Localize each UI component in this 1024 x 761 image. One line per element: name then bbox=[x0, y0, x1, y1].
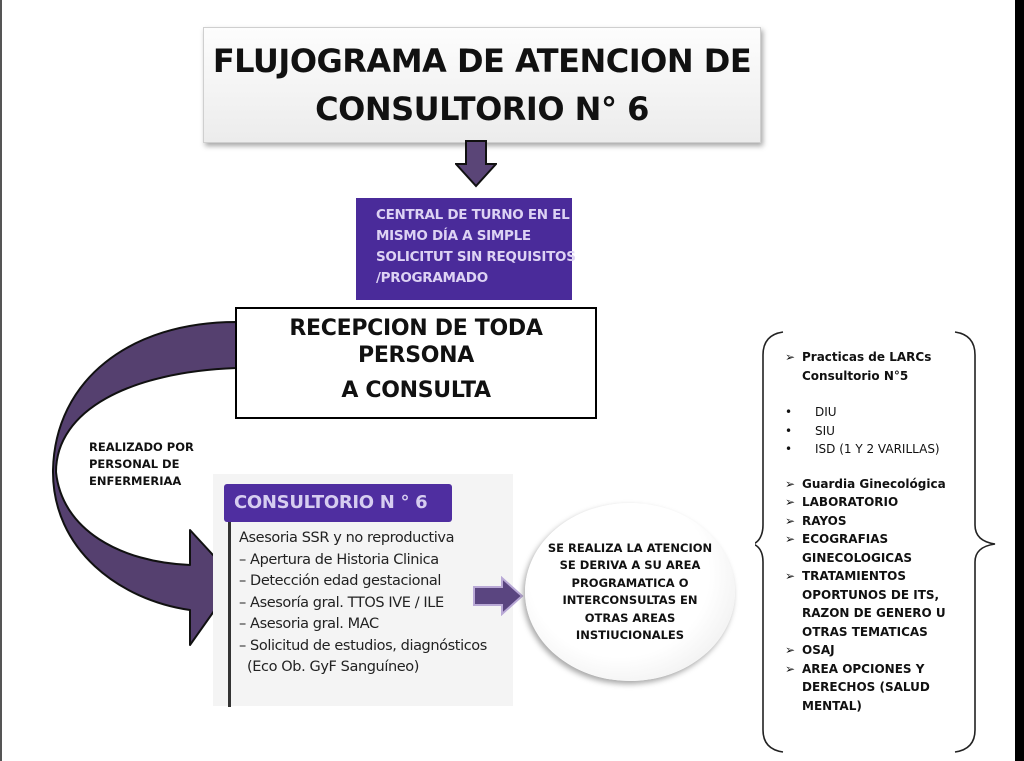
curve-label: REALIZADO POR PERSONAL DE ENFERMERIAA bbox=[89, 439, 194, 490]
arrowhead-bullet-icon: ➢ bbox=[785, 350, 796, 364]
title-line-2: CONSULTORIO N° 6 bbox=[315, 90, 649, 128]
circle-line: INSTIUCIONALES bbox=[575, 628, 685, 642]
larcs-item-label: ISD (1 Y 2 VARILLAS) bbox=[815, 442, 940, 456]
service-item-larcs: ➢ Practicas de LARCs Consultorio N°5 bbox=[785, 348, 975, 385]
larcs-item: • SIU bbox=[785, 422, 975, 441]
service-line: ECOGRAFIAS bbox=[802, 532, 889, 546]
brace-icon bbox=[755, 331, 996, 753]
service-line: RAYOS bbox=[802, 513, 847, 528]
right-border bbox=[1015, 0, 1024, 761]
right-arrow-icon bbox=[473, 576, 524, 616]
service-line: AREA OPCIONES Y bbox=[802, 661, 925, 676]
consultorio-list: Asesoria SSR y no reproductiva – Apertur… bbox=[239, 528, 487, 679]
circle-line: SE DERIVA A SU AREA bbox=[559, 558, 701, 572]
recepcion-line-2: PERSONA bbox=[358, 343, 474, 368]
service-item: ➢ OSAJ bbox=[785, 641, 975, 660]
larcs-item-label: SIU bbox=[815, 423, 835, 438]
turno-line: /PROGRAMADO bbox=[376, 270, 488, 286]
larcs-item: • DIU bbox=[785, 403, 975, 422]
consultorio-item: – Asesoria gral. MAC bbox=[239, 616, 379, 632]
recepcion-line-3: A CONSULTA bbox=[341, 378, 491, 403]
larcs-items: • DIU • SIU • ISD (1 Y 2 VARILLAS) bbox=[785, 403, 975, 459]
consultorio-item: – Apertura de Historia Clinica bbox=[239, 551, 439, 568]
consultorio-header: CONSULTORIO N ° 6 bbox=[224, 484, 452, 522]
service-line: DERECHOS (SALUD bbox=[802, 680, 930, 694]
circle-line: SE REALIZA LA ATENCION bbox=[547, 540, 713, 555]
service-line: OPORTUNOS DE ITS, bbox=[802, 587, 940, 602]
service-line: LABORATORIO bbox=[802, 495, 899, 509]
bullet-dot-icon: • bbox=[785, 442, 793, 456]
arrowhead-bullet-icon: ➢ bbox=[785, 569, 796, 583]
arrowhead-bullet-icon: ➢ bbox=[785, 495, 796, 509]
service-item: ➢ TRATAMIENTOS OPORTUNOS DE ITS, RAZON D… bbox=[785, 567, 975, 641]
arrowhead-bullet-icon: ➢ bbox=[785, 661, 796, 676]
services-list: ➢ Practicas de LARCs Consultorio N°5 • DI… bbox=[785, 348, 975, 715]
turno-line: CENTRAL DE TURNO EN EL bbox=[376, 207, 570, 223]
turno-line: MISMO DÍA A SIMPLE bbox=[376, 228, 531, 244]
circle-line: OTRAS AREAS bbox=[584, 610, 676, 625]
service-item: ➢ ECOGRAFIAS GINECOLOGICAS bbox=[785, 530, 975, 567]
turno-box: CENTRAL DE TURNO EN EL MISMO DÍA A SIMPL… bbox=[356, 198, 576, 300]
curve-label-line: ENFERMERIAA bbox=[89, 474, 182, 488]
service-item: ➢ AREA OPCIONES Y DERECHOS (SALUD MENTAL… bbox=[785, 660, 975, 716]
consultorio-item: – Asesoría gral. TTOS IVE / ILE bbox=[239, 594, 444, 611]
consultorio-item: Asesoria SSR y no reproductiva bbox=[239, 530, 455, 546]
service-line: OSAJ bbox=[802, 643, 835, 657]
atencion-circle: SE REALIZA LA ATENCION SE DERIVA A SU AR… bbox=[525, 503, 735, 681]
service-item: ➢ RAYOS bbox=[785, 512, 975, 531]
turno-line: SOLICITUT SIN REQUISITOS bbox=[376, 249, 576, 265]
service-line: MENTAL) bbox=[802, 698, 862, 713]
consultorio-item: – Solicitud de estudios, diagnósticos bbox=[239, 637, 487, 654]
service-line: Practicas de LARCs bbox=[802, 350, 932, 364]
consultorio-item: – Detección edad gestacional bbox=[239, 573, 442, 589]
bullet-dot-icon: • bbox=[785, 405, 793, 419]
left-border bbox=[0, 0, 2, 761]
bullet-dot-icon: • bbox=[785, 423, 793, 438]
title-line-1: FLUJOGRAMA DE ATENCION DE bbox=[212, 42, 752, 80]
curve-label-line: PERSONAL DE bbox=[89, 457, 180, 471]
service-line: GINECOLOGICAS bbox=[802, 550, 913, 565]
arrowhead-bullet-icon: ➢ bbox=[785, 532, 796, 546]
arrowhead-bullet-icon: ➢ bbox=[785, 643, 796, 657]
consultorio-item: (Eco Ob. GyF Sanguíneo) bbox=[247, 659, 420, 675]
recepcion-box: RECEPCION DE TODA PERSONA A CONSULTA bbox=[235, 307, 597, 419]
curve-label-line: REALIZADO POR bbox=[89, 440, 194, 454]
curved-arrow-icon bbox=[51, 321, 237, 646]
service-line: Guardia Ginecológica bbox=[802, 476, 946, 491]
arrowhead-bullet-icon: ➢ bbox=[785, 513, 796, 528]
down-arrow-icon bbox=[455, 140, 497, 188]
consultorio-divider bbox=[228, 522, 231, 707]
circle-line: INTERCONSULTAS EN bbox=[562, 593, 698, 607]
title-box: FLUJOGRAMA DE ATENCION DE CONSULTORIO N°… bbox=[203, 27, 761, 143]
service-item: ➢ LABORATORIO bbox=[785, 493, 975, 512]
service-line: TRATAMIENTOS bbox=[802, 569, 906, 583]
service-item: ➢ Guardia Ginecológica bbox=[785, 475, 975, 494]
larcs-item: • ISD (1 Y 2 VARILLAS) bbox=[785, 440, 975, 459]
service-line: RAZON DE GENERO U bbox=[802, 606, 946, 620]
circle-line: PROGRAMATICA O bbox=[571, 575, 689, 590]
arrowhead-bullet-icon: ➢ bbox=[785, 476, 796, 491]
service-line: Consultorio N°5 bbox=[802, 368, 909, 383]
larcs-item-label: DIU bbox=[815, 405, 837, 419]
service-line: OTRAS TEMATICAS bbox=[802, 624, 928, 639]
recepcion-line-1: RECEPCION DE TODA bbox=[289, 316, 543, 341]
